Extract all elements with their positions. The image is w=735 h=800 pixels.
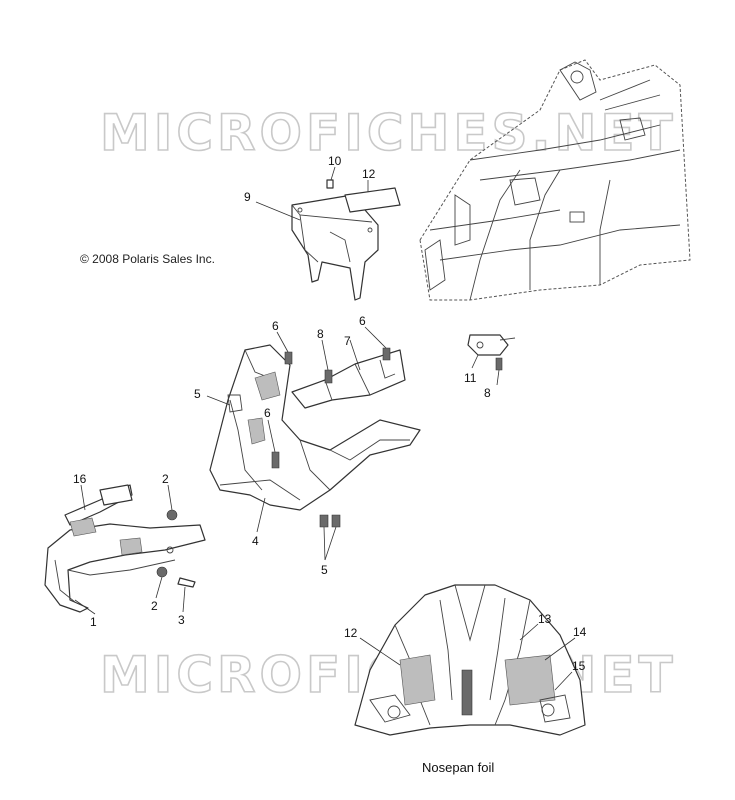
- callout-14: 14: [573, 625, 587, 639]
- part-9-bracket: [291, 194, 379, 301]
- callout-7: 7: [344, 334, 351, 348]
- callout-6-lower: 6: [264, 406, 271, 420]
- callout-12-top: 12: [362, 167, 376, 181]
- part-7-shield: [291, 349, 406, 409]
- inset-nosepan-foil: [354, 584, 586, 736]
- callout-5-upper: 5: [194, 387, 201, 401]
- callout-2-lower: 2: [151, 599, 158, 613]
- part-11-bracket: [467, 334, 516, 371]
- callout-16: 16: [73, 472, 87, 486]
- callout-10: 10: [328, 154, 342, 168]
- callout-4: 4: [252, 534, 259, 548]
- callout-2-upper: 2: [162, 472, 169, 486]
- callout-3: 3: [178, 613, 185, 627]
- callout-8-right: 8: [484, 386, 491, 400]
- callout-8-center: 8: [317, 327, 324, 341]
- callout-1: 1: [90, 615, 97, 629]
- bumper-hardware: [156, 509, 196, 588]
- callout-6-right: 6: [359, 314, 366, 328]
- part-4-nosepan: [209, 344, 421, 511]
- callout-9: 9: [244, 190, 251, 204]
- callout-15: 15: [572, 659, 586, 673]
- part-10-bolt: [326, 179, 334, 189]
- callout-13: 13: [538, 612, 552, 626]
- inset-caption: Nosepan foil: [422, 760, 494, 775]
- watermark-top: MICROFICHES.NET: [100, 104, 677, 162]
- callout-12-inset: 12: [344, 626, 358, 640]
- part-12-decal: [344, 187, 401, 213]
- callout-5-lower: 5: [321, 563, 328, 577]
- copyright-notice: © 2008 Polaris Sales Inc.: [80, 252, 215, 266]
- part-1-bumper: [44, 484, 206, 613]
- leader-lines: [74, 166, 576, 691]
- callout-6-left: 6: [272, 319, 279, 333]
- callout-11: 11: [464, 371, 477, 385]
- fasteners: [271, 347, 391, 528]
- chassis-frame: [419, 59, 691, 301]
